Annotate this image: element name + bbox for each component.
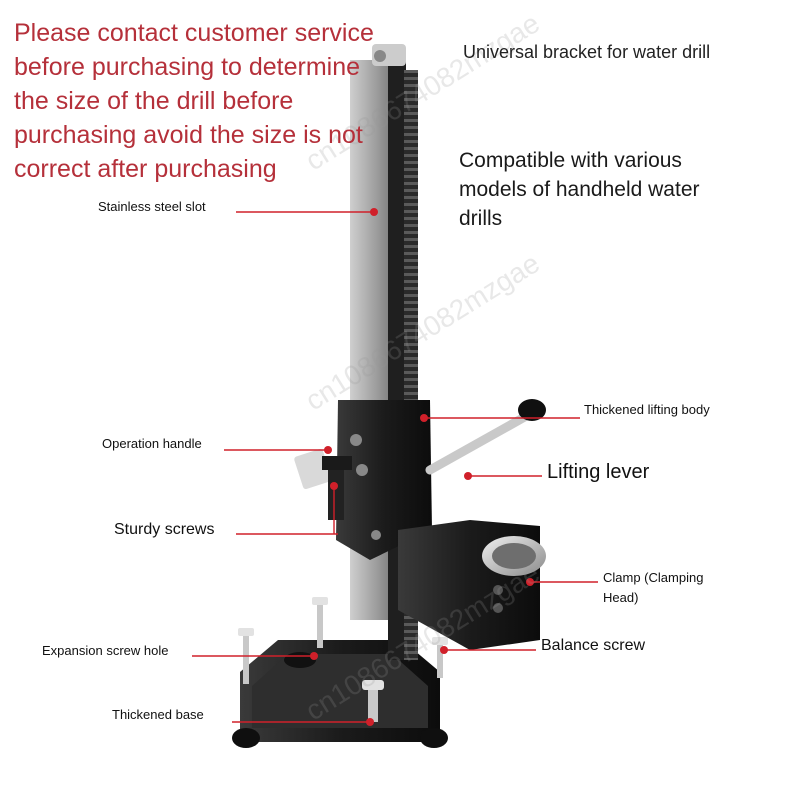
notice-line: the size of the drill before <box>14 87 294 115</box>
lifting-lever <box>425 399 546 475</box>
clamp <box>398 520 546 650</box>
purchase-notice: Please contact customer service before p… <box>14 16 414 186</box>
base <box>232 640 448 748</box>
compat-line: models of handheld water <box>459 178 700 201</box>
label-operation-handle: Operation handle <box>102 436 202 451</box>
label-thickened-base: Thickened base <box>112 707 204 722</box>
base-screws <box>238 597 448 722</box>
operation-handle <box>294 448 352 520</box>
leader-lines <box>192 208 598 726</box>
lifting-body <box>336 400 432 560</box>
label-balance-screw: Balance screw <box>541 637 646 654</box>
compat-line: Compatible with various <box>459 149 682 172</box>
label-stainless-steel-slot: Stainless steel slot <box>98 199 206 214</box>
compatibility-text: Compatible with various models of handhe… <box>459 146 779 233</box>
label-expansion-screw-hole: Expansion screw hole <box>42 643 169 658</box>
notice-line: Please contact customer service <box>14 19 374 47</box>
label-thickened-lifting-body: Thickened lifting body <box>584 402 710 417</box>
label-lifting-lever: Lifting lever <box>547 461 650 483</box>
notice-line: before purchasing to determine <box>14 53 361 81</box>
compat-line: drills <box>459 207 503 230</box>
label-clamp-head: Head) <box>603 590 639 605</box>
notice-line: correct after purchasing <box>14 155 277 183</box>
label-clamp: Clamp (Clamping <box>603 570 704 585</box>
label-sturdy-screws: Sturdy screws <box>114 521 215 538</box>
product-headline: Universal bracket for water drill <box>463 42 711 62</box>
notice-line: purchasing avoid the size is not <box>14 121 363 149</box>
